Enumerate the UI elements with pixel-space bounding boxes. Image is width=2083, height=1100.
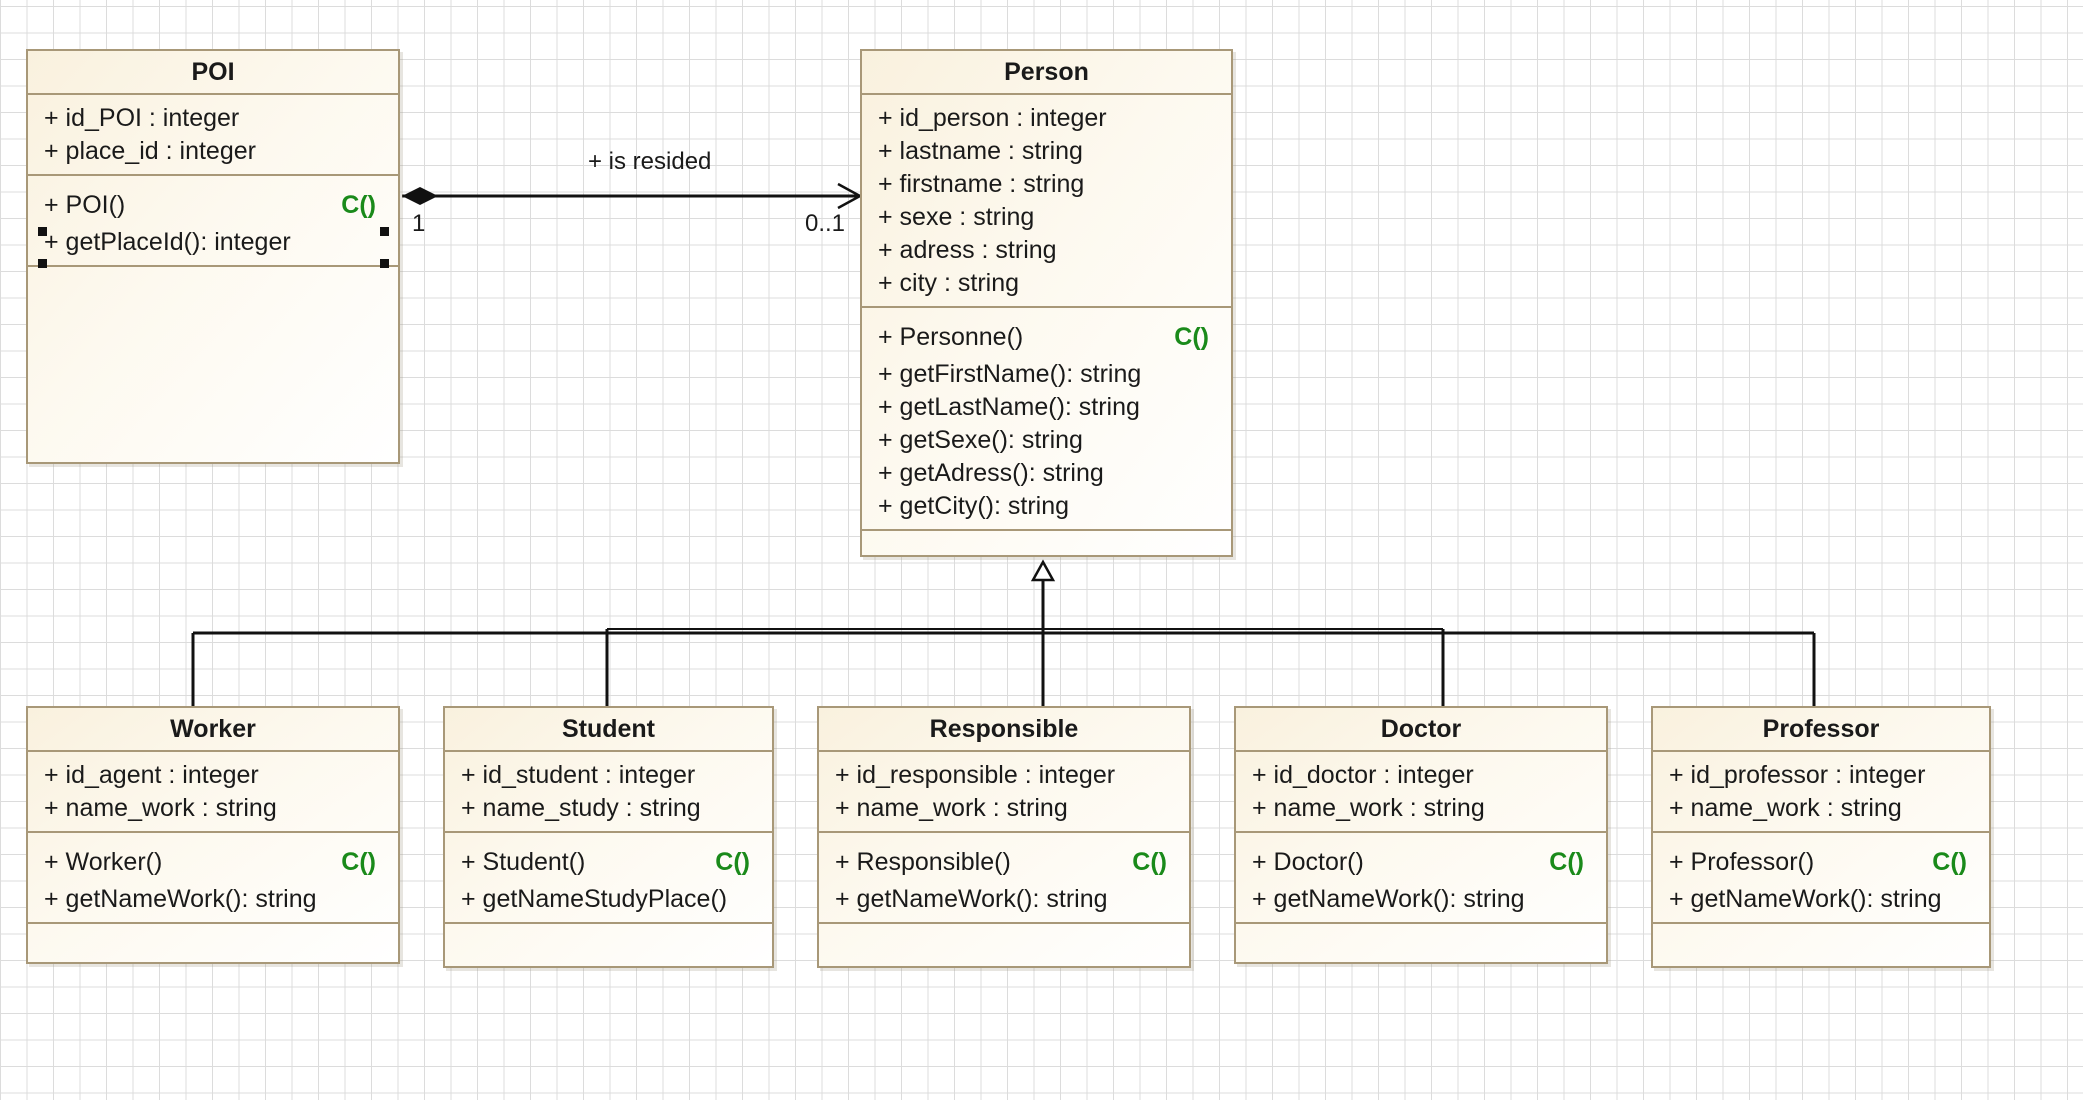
operation: + POI() [44,191,126,219]
class-name: Doctor [1236,708,1606,752]
operation: + getLastName(): string [878,393,1140,421]
operation: + getPlaceId(): integer [44,228,291,256]
operations-compartment: + Responsible() C() + getNameWork(): str… [819,833,1189,924]
navigable-arrowhead-icon [837,182,863,210]
operation: + Doctor() [1252,848,1364,876]
attribute: + id_person : integer [878,104,1107,132]
association-label: + is resided [588,148,712,175]
attribute: + name_work : string [1252,794,1485,822]
selection-handle[interactable] [38,259,47,268]
operation-row: + Personne() C() [862,316,1231,358]
class-name: Professor [1653,708,1989,752]
attribute: + firstname : string [878,170,1085,198]
operation: + Professor() [1669,848,1815,876]
attributes-compartment: + id_POI : integer + place_id : integer [28,95,398,176]
attribute: + id_responsible : integer [835,761,1116,789]
operation: + getNameStudyPlace() [461,885,728,913]
attribute: + name_work : string [44,794,277,822]
class-professor[interactable]: Professor + id_professor : integer + nam… [1651,706,1991,968]
attribute: + sexe : string [878,203,1035,231]
selection-handle[interactable] [380,259,389,268]
operations-compartment: + Worker() C() + getNameWork(): string [28,833,398,924]
operation: + Worker() [44,848,163,876]
attribute: + id_POI : integer [44,104,240,132]
attributes-compartment: + id_responsible : integer + name_work :… [819,752,1189,833]
class-worker[interactable]: Worker + id_agent : integer + name_work … [26,706,400,964]
operation-row: + Worker() C() [28,841,398,883]
attribute: + lastname : string [878,137,1083,165]
operation: + getAdress(): string [878,459,1104,487]
attribute: + id_professor : integer [1669,761,1926,789]
operation: + getNameWork(): string [1252,885,1525,913]
constructor-tag: C() [715,848,750,876]
constructor-tag: C() [341,848,376,876]
attribute: + id_doctor : integer [1252,761,1474,789]
class-poi[interactable]: POI + id_POI : integer + place_id : inte… [26,49,400,464]
operation-row[interactable]: + getPlaceId(): integer [28,226,398,259]
attributes-compartment: + id_agent : integer + name_work : strin… [28,752,398,833]
operations-compartment: + Student() C() + getNameStudyPlace() [445,833,772,924]
attribute: + place_id : integer [44,137,256,165]
attribute: + id_student : integer [461,761,696,789]
class-name: POI [28,51,398,95]
operation: + Personne() [878,323,1024,351]
attribute: + name_work : string [835,794,1068,822]
class-name: Worker [28,708,398,752]
operation: + getCity(): string [878,492,1070,520]
operation: + Student() [461,848,586,876]
attributes-compartment: + id_professor : integer + name_work : s… [1653,752,1989,833]
operation-row: + Responsible() C() [819,841,1189,883]
class-doctor[interactable]: Doctor + id_doctor : integer + name_work… [1234,706,1608,964]
operation-row: + Student() C() [445,841,772,883]
operation: + getNameWork(): string [44,885,317,913]
composition-diamond-icon [402,187,438,205]
attribute: + id_agent : integer [44,761,259,789]
constructor-tag: C() [341,191,376,219]
class-student[interactable]: Student + id_student : integer + name_st… [443,706,774,968]
operation-row: + POI() C() [28,184,398,226]
attribute: + adress : string [878,236,1057,264]
constructor-tag: C() [1549,848,1584,876]
operation-row: + Professor() C() [1653,841,1989,883]
attributes-compartment: + id_person : integer + lastname : strin… [862,95,1231,308]
operation: + getFirstName(): string [878,360,1142,388]
operation-row: + Doctor() C() [1236,841,1606,883]
generalization-triangle-icon [1030,559,1056,582]
constructor-tag: C() [1132,848,1167,876]
operation: + getSexe(): string [878,426,1083,454]
class-name: Student [445,708,772,752]
operations-compartment: + Doctor() C() + getNameWork(): string [1236,833,1606,924]
constructor-tag: C() [1174,323,1209,351]
attributes-compartment: + id_doctor : integer + name_work : stri… [1236,752,1606,833]
operation: + getNameWork(): string [835,885,1108,913]
constructor-tag: C() [1932,848,1967,876]
operations-compartment: + POI() C() + getPlaceId(): integer [28,176,398,267]
operation: + Responsible() [835,848,1011,876]
class-name: Responsible [819,708,1189,752]
attribute: + city : string [878,269,1020,297]
target-multiplicity: 0..1 [805,210,846,237]
operations-compartment: + Professor() C() + getNameWork(): strin… [1653,833,1989,924]
class-name: Person [862,51,1231,95]
operation: + getNameWork(): string [1669,885,1942,913]
operations-compartment: + Personne() C() + getFirstName(): strin… [862,308,1231,531]
attributes-compartment: + id_student : integer + name_study : st… [445,752,772,833]
attribute: + name_work : string [1669,794,1902,822]
selection-handle[interactable] [38,227,47,236]
class-responsible[interactable]: Responsible + id_responsible : integer +… [817,706,1191,968]
class-person[interactable]: Person + id_person : integer + lastname … [860,49,1233,557]
source-multiplicity: 1 [412,210,426,237]
selection-handle[interactable] [380,227,389,236]
attribute: + name_study : string [461,794,701,822]
